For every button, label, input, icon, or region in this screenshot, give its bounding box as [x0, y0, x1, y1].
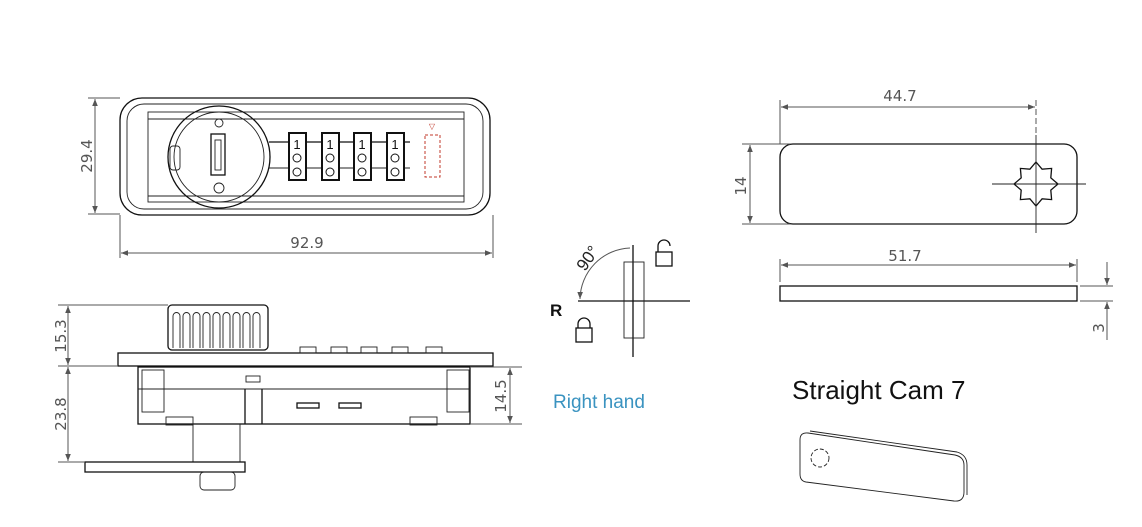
rotation-diagram: 90° R Right hand: [550, 239, 690, 413]
dial-icon: [167, 105, 271, 209]
combination-wheel[interactable]: 1: [321, 132, 340, 181]
width-dimension: 92.9: [290, 234, 323, 252]
lock-top-view: 1 1 1 1 ▽ 29.4 92.9: [78, 97, 494, 258]
lock-side-view: 15.3 23.8 14.5: [52, 304, 522, 491]
side-button: [299, 346, 317, 354]
combination-wheel[interactable]: 1: [386, 132, 405, 181]
side-button: [425, 346, 443, 354]
cam-drawing: 44.7 14 51.7 3 Straight Cam 7: [732, 87, 1113, 502]
locked-icon: [575, 317, 593, 343]
wheel-digit: 1: [293, 137, 300, 152]
unlocked-icon: [655, 239, 673, 267]
rotation-angle: 90°: [573, 242, 603, 274]
side-label: R: [550, 301, 562, 320]
side-button: [330, 346, 348, 354]
cam-height-dimension: 14: [732, 176, 750, 195]
combination-wheel[interactable]: 1: [353, 132, 372, 181]
side-button: [360, 346, 378, 354]
depth-dimension: 14.5: [492, 379, 510, 412]
wheel-digit: 1: [326, 137, 333, 152]
hand-caption: Right hand: [553, 392, 645, 413]
height-dimension: 29.4: [78, 139, 96, 172]
cam-title: Straight Cam 7: [792, 375, 965, 405]
side-button: [391, 346, 409, 354]
knob-height-dimension: 15.3: [52, 319, 70, 352]
hole-distance-dimension: 44.7: [883, 87, 916, 105]
wheel-digit: 1: [391, 137, 398, 152]
body-height-dimension: 23.8: [52, 397, 70, 430]
cam-thickness-dimension: 3: [1090, 323, 1108, 333]
svg-text:▽: ▽: [429, 122, 436, 131]
combination-wheel[interactable]: 1: [288, 132, 307, 181]
cam-perspective: [799, 430, 968, 502]
wheel-digit: 1: [358, 137, 365, 152]
cam-length-dimension: 51.7: [888, 247, 921, 265]
